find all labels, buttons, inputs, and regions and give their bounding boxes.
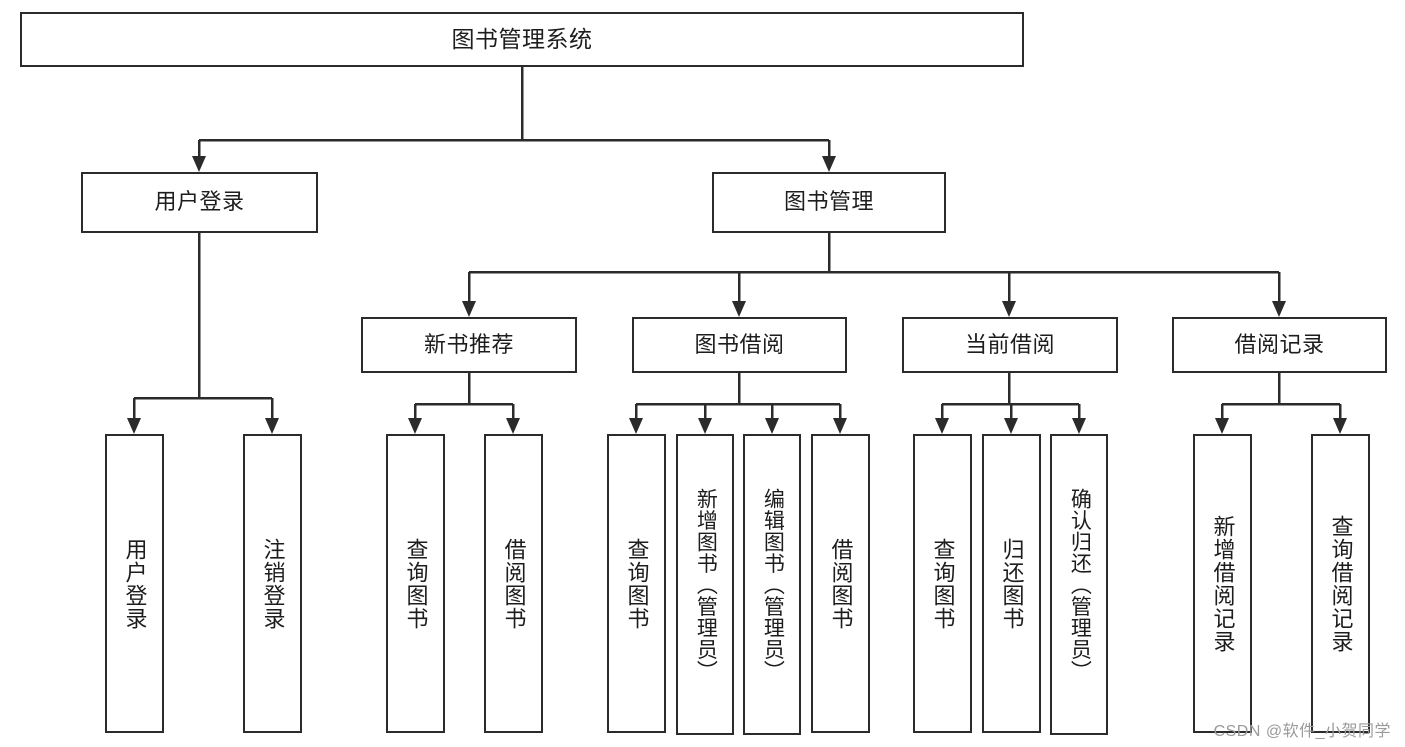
node-level1-1[interactable]: 图书管理 bbox=[712, 172, 946, 233]
node-level1-0[interactable]: 用户登录 bbox=[81, 172, 318, 233]
node-leaf-11-label: 新增借阅记录 bbox=[1210, 514, 1236, 653]
node-root-label: 图书管理系统 bbox=[451, 25, 593, 52]
node-leaf-6[interactable]: 编辑图书（管理员） bbox=[743, 434, 801, 735]
node-leaf-7[interactable]: 借阅图书 bbox=[811, 434, 870, 733]
connector-borrow-drop-arrow-3 bbox=[833, 418, 847, 434]
node-leaf-10-label: 确认归还（管理员） bbox=[1068, 487, 1092, 682]
connector-login-drop-arrow-0 bbox=[127, 418, 141, 434]
node-level1-0-label: 用户登录 bbox=[154, 189, 245, 215]
node-level2-1[interactable]: 图书借阅 bbox=[632, 317, 847, 373]
connector-root-drop-arrow-1 bbox=[822, 156, 836, 172]
node-leaf-7-label: 借阅图书 bbox=[828, 537, 854, 630]
node-leaf-6-label: 编辑图书（管理员） bbox=[761, 487, 785, 682]
connector-manage-drop-arrow-1 bbox=[732, 301, 746, 317]
connector-manage-drop-arrow-2 bbox=[1002, 301, 1016, 317]
node-leaf-8-label: 查询图书 bbox=[930, 537, 956, 630]
node-root[interactable]: 图书管理系统 bbox=[20, 12, 1024, 67]
connector-record-drop-arrow-1 bbox=[1333, 418, 1347, 434]
node-level2-0-label: 新书推荐 bbox=[423, 331, 514, 357]
node-leaf-3[interactable]: 借阅图书 bbox=[484, 434, 543, 733]
node-leaf-5-label: 新增图书（管理员） bbox=[694, 487, 718, 682]
connector-new-drop-arrow-0 bbox=[408, 418, 422, 434]
connector-root-drop-arrow-0 bbox=[192, 156, 206, 172]
node-level2-3[interactable]: 借阅记录 bbox=[1172, 317, 1387, 373]
connector-current-drop-arrow-0 bbox=[935, 418, 949, 434]
connector-new-drop-arrow-1 bbox=[506, 418, 520, 434]
connector-current-drop-arrow-2 bbox=[1072, 418, 1086, 434]
node-leaf-11[interactable]: 新增借阅记录 bbox=[1193, 434, 1252, 733]
node-level2-2[interactable]: 当前借阅 bbox=[902, 317, 1118, 373]
node-leaf-12[interactable]: 查询借阅记录 bbox=[1311, 434, 1370, 733]
node-leaf-2-label: 查询图书 bbox=[403, 537, 429, 630]
node-leaf-3-label: 借阅图书 bbox=[501, 537, 527, 630]
node-leaf-0-label: 用户登录 bbox=[122, 537, 148, 630]
node-level2-0[interactable]: 新书推荐 bbox=[361, 317, 577, 373]
node-leaf-8[interactable]: 查询图书 bbox=[913, 434, 972, 733]
node-leaf-9[interactable]: 归还图书 bbox=[982, 434, 1041, 733]
node-leaf-2[interactable]: 查询图书 bbox=[386, 434, 445, 733]
node-leaf-1[interactable]: 注销登录 bbox=[243, 434, 302, 733]
node-level2-3-label: 借阅记录 bbox=[1234, 331, 1325, 357]
node-leaf-12-label: 查询借阅记录 bbox=[1328, 514, 1354, 653]
connector-login-drop-arrow-1 bbox=[265, 418, 279, 434]
node-level1-1-label: 图书管理 bbox=[783, 189, 874, 215]
connector-borrow-drop-arrow-0 bbox=[629, 418, 643, 434]
node-leaf-1-label: 注销登录 bbox=[260, 537, 286, 630]
connector-borrow-drop-arrow-1 bbox=[698, 418, 712, 434]
connector-current-drop-arrow-1 bbox=[1004, 418, 1018, 434]
connector-manage-drop-arrow-0 bbox=[462, 301, 476, 317]
node-leaf-4-label: 查询图书 bbox=[624, 537, 650, 630]
node-leaf-9-label: 归还图书 bbox=[999, 537, 1025, 630]
connector-record-drop-arrow-0 bbox=[1215, 418, 1229, 434]
node-level2-2-label: 当前借阅 bbox=[964, 331, 1055, 357]
connector-manage-drop-arrow-3 bbox=[1272, 301, 1286, 317]
connector-borrow-drop-arrow-2 bbox=[765, 418, 779, 434]
node-leaf-0[interactable]: 用户登录 bbox=[105, 434, 164, 733]
node-leaf-5[interactable]: 新增图书（管理员） bbox=[676, 434, 734, 735]
node-leaf-4[interactable]: 查询图书 bbox=[607, 434, 666, 733]
node-leaf-10[interactable]: 确认归还（管理员） bbox=[1050, 434, 1108, 735]
node-level2-1-label: 图书借阅 bbox=[694, 331, 785, 357]
